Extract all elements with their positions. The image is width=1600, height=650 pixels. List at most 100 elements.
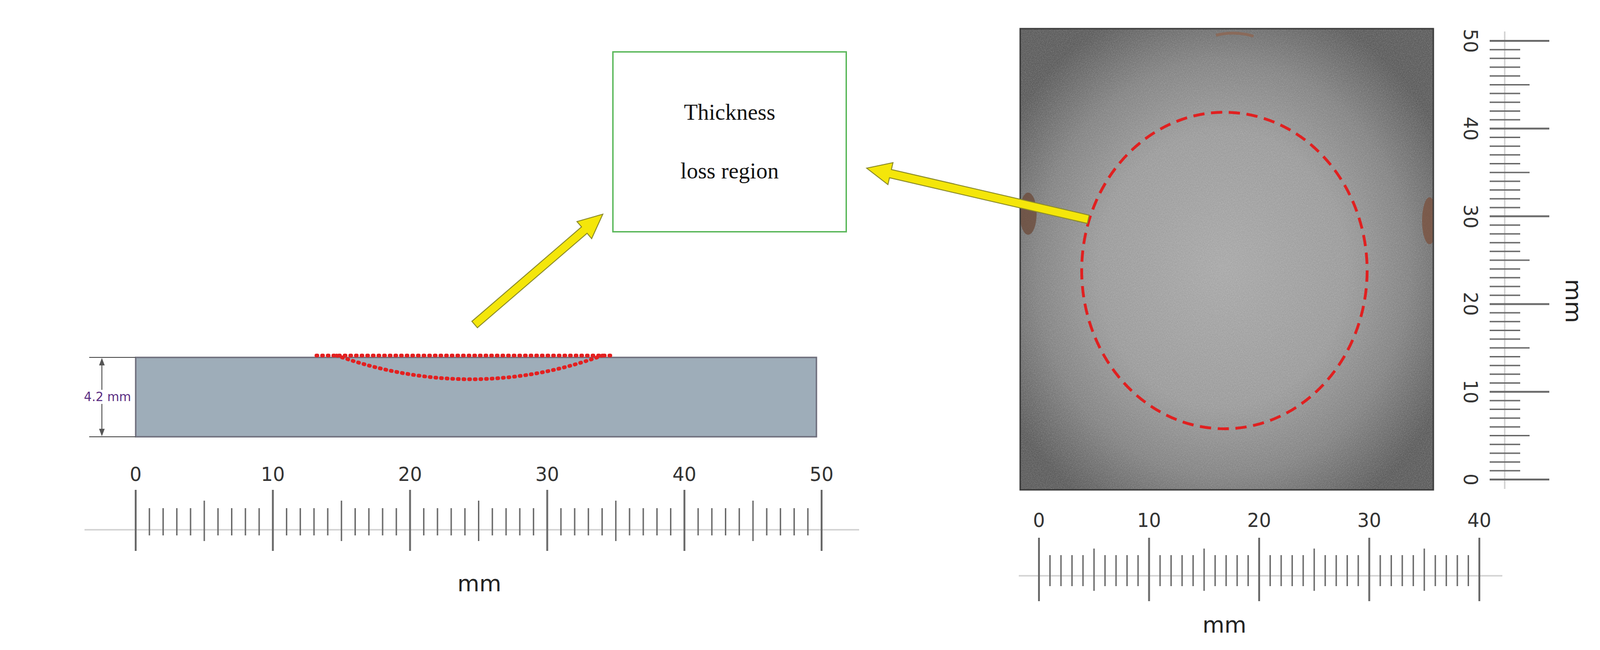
unit-label: mm	[457, 571, 502, 595]
ruler-tick	[1489, 346, 1530, 349]
ruler-number: 30	[1461, 204, 1480, 229]
ruler-tick	[1489, 268, 1521, 270]
ruler-tick	[395, 507, 398, 536]
ruler-tick	[1489, 48, 1521, 51]
pointer-arrow	[471, 214, 603, 328]
ruler-tick	[1489, 320, 1521, 323]
ruler-tick	[1489, 443, 1521, 446]
ruler-tick	[299, 507, 301, 536]
ruler-tick	[1093, 548, 1095, 591]
ruler-tick	[1192, 554, 1194, 586]
ruler-tick	[1489, 145, 1521, 147]
ruler-tick	[711, 507, 713, 536]
ruler-tick	[669, 507, 672, 536]
ruler-number: 0	[129, 464, 142, 484]
ruler-tick	[1258, 537, 1261, 601]
ruler-tick	[752, 500, 754, 541]
ruler-number: 20	[1461, 292, 1480, 316]
ruler-tick	[1368, 537, 1371, 601]
ruler-number: 20	[1247, 510, 1272, 530]
ruler-tick	[1423, 548, 1425, 591]
ruler-tick	[1225, 554, 1227, 586]
ruler-tick	[189, 507, 192, 536]
ruler-tick	[642, 507, 645, 536]
ruler-tick	[505, 507, 507, 536]
ruler-tick	[1489, 224, 1521, 226]
ruler-tick	[1489, 189, 1521, 191]
ruler-tick	[1489, 110, 1521, 112]
ruler-tick	[697, 507, 700, 536]
ruler-tick	[1203, 548, 1205, 591]
ruler-tick	[1489, 180, 1521, 182]
ruler-tick	[1379, 554, 1381, 586]
ruler-tick	[1467, 554, 1470, 586]
ruler-number: 40	[672, 464, 697, 484]
ruler-tick	[820, 489, 823, 551]
ruler-number: 50	[1461, 29, 1480, 54]
ruler-tick	[1071, 554, 1073, 586]
ruler-number: 50	[809, 464, 834, 484]
ruler-tick	[1181, 554, 1183, 586]
ruler-tick	[1412, 554, 1415, 586]
ruler-tick	[532, 507, 535, 536]
edge-stain	[1215, 32, 1254, 37]
ruler-tick	[423, 507, 425, 536]
ruler-tick	[368, 507, 370, 536]
ruler-number: 0	[1032, 510, 1045, 530]
ruler-tick	[1049, 554, 1051, 586]
ruler-tick	[1489, 478, 1550, 481]
ruler-tick	[738, 507, 740, 536]
ruler-tick	[1137, 554, 1139, 586]
ruler-tick	[1489, 408, 1521, 410]
ruler-tick	[162, 507, 164, 536]
extension-line	[89, 436, 136, 438]
ruler-tick	[1489, 198, 1521, 200]
ruler-tick	[464, 507, 466, 536]
ruler-tick	[381, 507, 384, 536]
ruler-tick	[1489, 215, 1550, 218]
ruler-tick	[148, 507, 151, 536]
ruler-tick	[601, 507, 603, 536]
ruler-tick	[1082, 554, 1084, 586]
ruler-tick	[1104, 554, 1106, 586]
ruler-number: 0	[1461, 473, 1480, 485]
ruler-tick	[724, 507, 727, 536]
ruler-tick	[1489, 259, 1530, 262]
ruler-tick	[1489, 171, 1530, 174]
ruler-tick	[1390, 554, 1393, 586]
dimension-arrowhead	[99, 428, 105, 437]
ruler-tick	[1060, 554, 1062, 586]
ruler-tick	[1489, 276, 1521, 279]
ruler-tick	[134, 489, 137, 551]
ruler-tick	[1280, 554, 1282, 586]
ruler-tick	[1489, 66, 1521, 69]
ruler-tick	[1214, 554, 1216, 586]
ruler-tick	[258, 507, 260, 536]
ruler-tick	[1489, 92, 1521, 95]
ruler-tick	[1489, 469, 1521, 472]
loss-outline	[336, 355, 603, 380]
ruler-tick	[1236, 554, 1239, 586]
ruler-tick	[1489, 452, 1521, 454]
ruler-tick	[1489, 119, 1521, 121]
ruler-tick	[436, 507, 439, 536]
ruler-tick	[1247, 554, 1249, 586]
loss-circle	[1081, 112, 1368, 429]
ruler-tick	[1489, 355, 1521, 358]
edge-stain	[1020, 192, 1037, 235]
ruler-tick	[1489, 294, 1521, 296]
ruler-tick	[1478, 537, 1481, 601]
ruler-tick	[1357, 554, 1360, 586]
ruler-tick	[779, 507, 782, 536]
ruler-tick	[285, 507, 288, 536]
ruler-tick	[574, 507, 576, 536]
ruler-tick	[477, 500, 480, 541]
ruler-tick	[1489, 101, 1521, 103]
ruler-tick	[1489, 417, 1521, 419]
ruler-tick	[176, 507, 178, 536]
ruler-tick	[217, 507, 219, 536]
ruler-tick	[1269, 554, 1271, 586]
dimension-arrowhead	[99, 357, 105, 366]
ruler-tick	[1489, 153, 1521, 156]
photo-texture	[1020, 28, 1434, 490]
